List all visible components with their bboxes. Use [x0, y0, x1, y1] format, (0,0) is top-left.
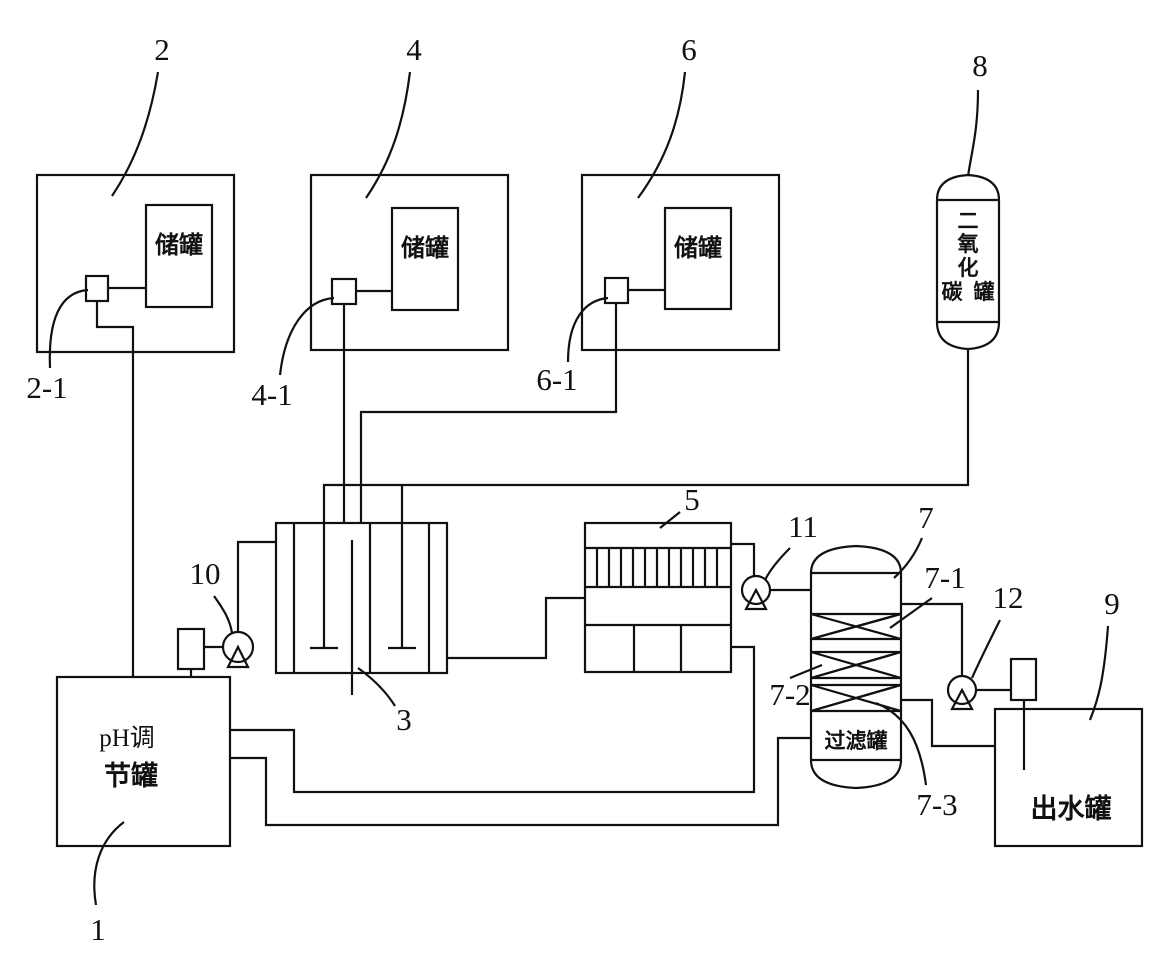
label-3: 3: [396, 702, 412, 737]
label-8: 8: [972, 48, 988, 83]
pump-10-base: [226, 644, 250, 669]
reaction-tank-3: 3: [274, 521, 585, 737]
sedimentation-tank-5: 5: [583, 482, 756, 674]
filter-layer-cross: [810, 612, 902, 713]
outlet-tank-9: 出水罐 9: [993, 586, 1144, 848]
pipe-backwash-return-7: [230, 736, 811, 827]
outlet-tank-body: [993, 707, 1144, 848]
sedimentation-tank-body: [583, 521, 733, 674]
leader-9: [1088, 625, 1110, 721]
unit-4-storage-tank-label: 储罐: [401, 234, 449, 262]
label-4-1: 4-1: [251, 377, 292, 412]
ph-tank-body: [55, 675, 232, 848]
ph-tank-label-2: 节罐: [104, 760, 158, 792]
co2-tank-label-3: 化: [958, 256, 979, 280]
pump-10: 10: [176, 540, 276, 827]
pipe-co2-to-reactor: [322, 349, 970, 523]
level-sensor-outlet-tank: [1009, 657, 1038, 702]
co2-tank-label-5: 罐: [973, 280, 995, 304]
leader-7-2: [789, 663, 823, 680]
pump-12-base: [950, 687, 974, 711]
leader-4-1: [278, 296, 335, 376]
unit-6-storage-tank-label: 储罐: [674, 234, 722, 262]
sed-tank-plate-lines: [595, 548, 719, 587]
dosing-pump-6-1: [603, 276, 630, 305]
filter-tank-label: 过滤罐: [825, 729, 888, 753]
leader-3: [357, 667, 396, 707]
leader-4: [365, 71, 412, 199]
sed-tank-hoppers: [632, 625, 683, 672]
leader-7-3: [875, 701, 928, 786]
label-9: 9: [1104, 586, 1120, 621]
co2-tank-label-2: 氧: [958, 232, 979, 256]
reactor-stirrer-2: [388, 523, 416, 650]
unit-4-storage-tank: [390, 206, 460, 312]
filter-tank-7: 过滤罐 7 7-1 7-2 7-3: [769, 500, 995, 822]
ph-adjusting-tank-1: pH调 节罐 1: [55, 675, 232, 947]
co2-tank-label-4: 碳: [942, 280, 964, 304]
leader-1: [93, 821, 125, 906]
level-sensor-ph-tank: [176, 627, 206, 671]
pipe-reactor-to-5: [447, 596, 585, 660]
ph-tank-label-1: pH调: [99, 725, 155, 752]
label-12: 12: [993, 580, 1024, 615]
leader-8: [966, 89, 980, 177]
label-7-3: 7-3: [916, 787, 957, 822]
outlet-tank-label: 出水罐: [1031, 793, 1112, 825]
leader-2-1: [48, 288, 89, 369]
unit-6-storage-tank: [663, 206, 733, 311]
pipe-filter-to-pump12: [901, 602, 964, 676]
pipe-filter-to-outlet: [901, 698, 995, 748]
pipe-6-1-to-reactor: [359, 303, 618, 523]
pipe-2-1-to-ph-tank: [95, 301, 135, 677]
label-5: 5: [684, 482, 700, 517]
label-7: 7: [918, 500, 934, 535]
dosing-pump-4-1: [330, 277, 358, 306]
unit-2: 储罐 2 2-1: [26, 32, 236, 677]
unit-6: 储罐 6 6-1: [359, 32, 781, 523]
pipe-sludge-return-5: [230, 645, 756, 794]
leader-7: [893, 537, 924, 579]
pipe-5-to-pump11: [731, 542, 756, 577]
pump-11: 11: [740, 509, 818, 611]
label-2-1: 2-1: [26, 370, 67, 405]
label-11: 11: [788, 509, 818, 544]
label-7-2: 7-2: [769, 677, 810, 712]
leader-2: [111, 71, 160, 197]
unit-2-storage-tank: [144, 203, 214, 309]
sed-tank-plates: [595, 548, 719, 587]
leader-11: [764, 547, 791, 581]
leader-6: [637, 71, 687, 199]
label-4: 4: [406, 32, 422, 67]
label-2: 2: [154, 32, 170, 67]
leader-12: [970, 619, 1001, 679]
leader-6-1: [566, 296, 609, 363]
co2-tank-8: 二 氧 化 碳 罐 8: [322, 48, 1001, 523]
pump-11-base: [744, 587, 768, 611]
label-1: 1: [90, 912, 106, 947]
unit-4: 储罐 4 4-1: [251, 32, 510, 523]
label-7-1: 7-1: [924, 560, 965, 595]
label-10: 10: [190, 556, 221, 591]
label-6: 6: [681, 32, 697, 67]
reactor-stirrer-1: [310, 523, 338, 650]
reaction-tank-body: [274, 521, 449, 675]
leader-5: [659, 511, 681, 529]
dosing-pump-2-1: [84, 274, 110, 303]
label-6-1: 6-1: [536, 362, 577, 397]
pipe-pump10-to-reactor: [236, 540, 276, 632]
leader-10: [213, 595, 234, 634]
unit-2-storage-tank-label: 储罐: [155, 231, 203, 259]
co2-tank-label-1: 二: [958, 209, 979, 233]
